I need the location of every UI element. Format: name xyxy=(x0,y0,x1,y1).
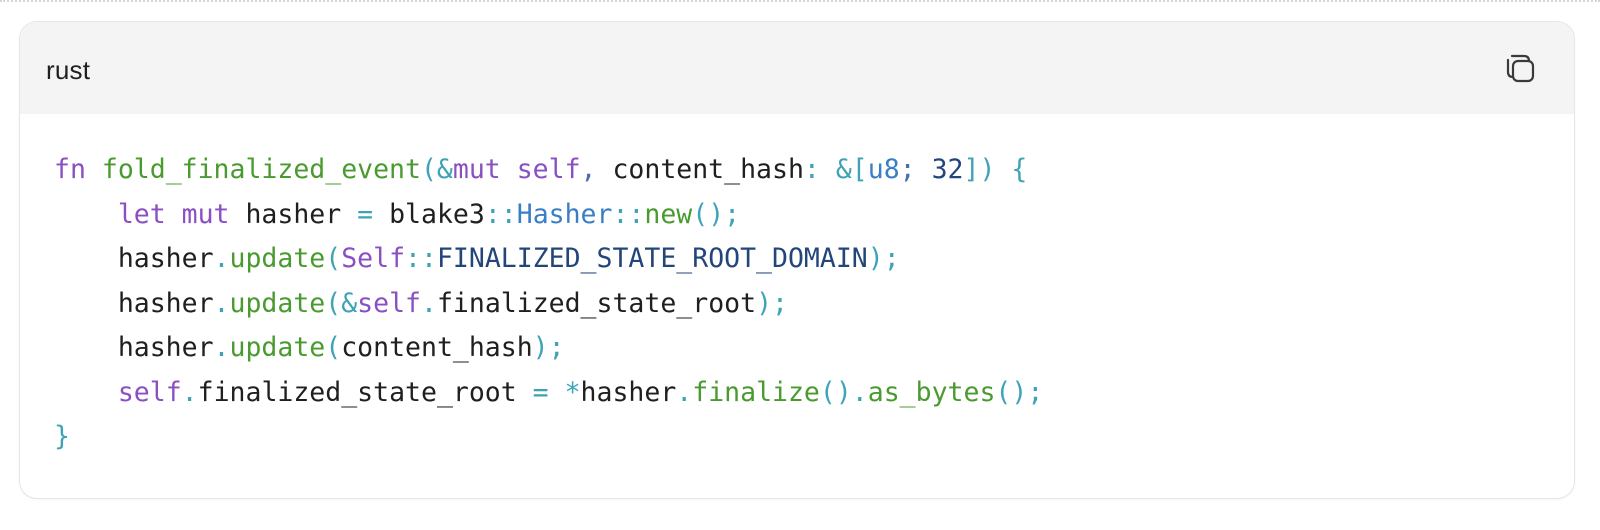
code-token: :: xyxy=(405,243,437,274)
code-token: blake3 xyxy=(389,198,485,230)
code-token: ; xyxy=(899,154,932,185)
code-token: ); xyxy=(532,332,565,363)
code-token: content_hash xyxy=(612,154,804,185)
code-token: new xyxy=(644,198,693,230)
code-line: fn fold_finalized_event(&mut self, conte… xyxy=(54,148,1043,193)
copy-code-button[interactable] xyxy=(1500,48,1540,88)
code-token: : &[ xyxy=(803,154,868,185)
code-token: hasher xyxy=(54,243,214,274)
code-token: (& xyxy=(325,287,358,319)
code-token: ( xyxy=(325,243,342,274)
code-token: hasher xyxy=(245,198,358,230)
code-token: (). xyxy=(819,376,868,408)
code-token: ]) { xyxy=(963,154,1028,185)
code-line: hasher.update(content_hash); xyxy=(54,326,1043,371)
language-label: rust xyxy=(46,55,91,85)
code-token: update xyxy=(229,287,326,319)
code-token: . xyxy=(213,243,230,274)
code-token: 32 xyxy=(931,154,964,185)
code-block-header: rust xyxy=(20,22,1574,114)
code-token: (& xyxy=(420,154,453,185)
code-token: as_bytes xyxy=(867,376,996,408)
code-token: u8 xyxy=(867,154,900,185)
code-line: let mut hasher = blake3::Hasher::new(); xyxy=(54,193,1043,238)
code-token: (); xyxy=(995,376,1044,408)
code-token: = xyxy=(357,198,390,230)
code-token: fold_finalized_event xyxy=(101,154,421,185)
code-token: :: xyxy=(484,198,517,230)
code-token: . xyxy=(676,376,693,408)
code-token: . xyxy=(213,287,230,319)
code-token: ); xyxy=(756,287,788,319)
copy-icon xyxy=(1500,48,1540,88)
code-line: hasher.update(&self.finalized_state_root… xyxy=(54,282,1043,327)
code-token: finalized_state_root xyxy=(197,376,533,408)
code-token: :: xyxy=(612,198,645,230)
code-token: Self xyxy=(341,243,406,274)
code-token: } xyxy=(54,421,70,452)
code-token: = * xyxy=(532,376,581,408)
code-token: let mut xyxy=(117,198,246,230)
code-token: content_hash xyxy=(341,332,533,363)
code-token: fn xyxy=(54,154,102,185)
code-token: . xyxy=(213,332,230,363)
code-token: ); xyxy=(867,243,900,274)
code-token: hasher xyxy=(580,376,677,408)
code-token: finalize xyxy=(692,376,820,408)
top-divider xyxy=(0,0,1600,2)
code-token: hasher xyxy=(54,287,214,319)
code-token: , xyxy=(580,154,613,185)
code-token: hasher xyxy=(54,332,214,363)
code-token: ( xyxy=(325,332,342,363)
code-token: update xyxy=(229,243,326,274)
code-block: rust fn fold_finalized_event(&mut self, … xyxy=(19,21,1575,499)
code-token: update xyxy=(229,332,326,363)
code-token: Hasher xyxy=(516,198,613,230)
code-line: self.finalized_state_root = *hasher.fina… xyxy=(54,371,1043,416)
code-token: . xyxy=(181,376,198,408)
code-content[interactable]: fn fold_finalized_event(&mut self, conte… xyxy=(54,148,1043,460)
code-token: self xyxy=(357,287,421,319)
code-line: } xyxy=(54,415,1043,460)
code-token: self xyxy=(117,376,182,408)
code-token: (); xyxy=(692,198,741,230)
code-token: FINALIZED_STATE_ROOT_DOMAIN xyxy=(436,243,868,274)
code-token: mut self xyxy=(452,154,581,185)
code-token: finalized_state_root xyxy=(436,287,757,319)
code-token xyxy=(54,377,118,408)
code-token: . xyxy=(421,287,437,319)
code-line: hasher.update(Self::FINALIZED_STATE_ROOT… xyxy=(54,237,1043,282)
code-token xyxy=(54,199,118,230)
